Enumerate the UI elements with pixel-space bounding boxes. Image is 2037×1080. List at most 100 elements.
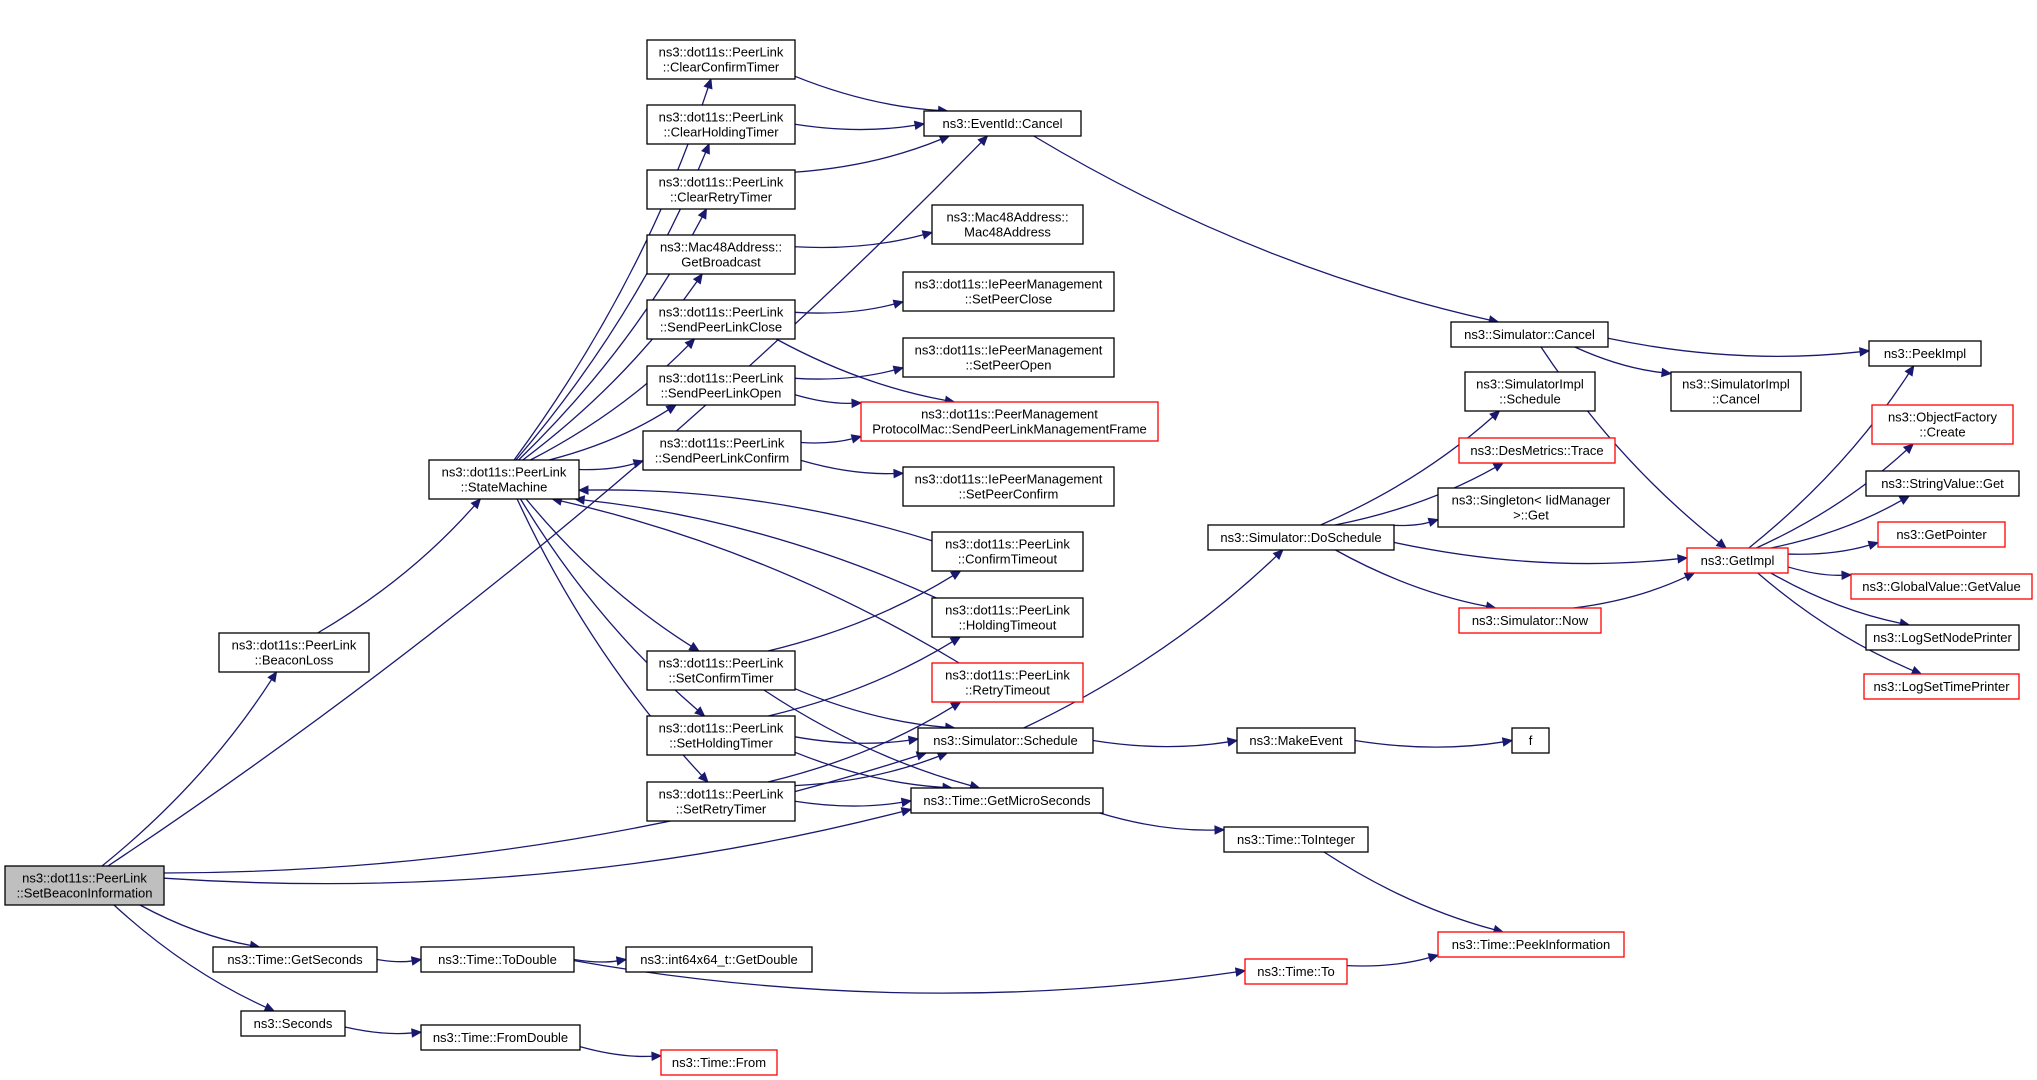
node-box[interactable] [420,1024,581,1051]
node-box[interactable] [646,299,796,340]
node-sendmgmt[interactable]: ns3::dot11s::PeerManagementProtocolMac::… [860,401,1159,442]
node-retrytimeout[interactable]: ns3::dot11s::PeerLink::RetryTimeout [931,662,1084,703]
node-timeto[interactable]: ns3::Time::To [1244,958,1348,985]
node-box[interactable] [902,466,1115,507]
node-box[interactable] [218,632,370,673]
node-box[interactable] [1868,340,1982,367]
node-lognode[interactable]: ns3::LogSetNodePrinter [1865,624,2020,651]
node-box[interactable] [1511,727,1550,754]
node-box[interactable] [1686,547,1789,574]
node-box[interactable] [1450,321,1609,348]
node-getdouble[interactable]: ns3::int64x64_t::GetDouble [625,946,813,973]
node-box[interactable] [902,337,1115,378]
node-setpeeropen[interactable]: ns3::dot11s::IePeerManagement::SetPeerOp… [902,337,1115,378]
node-eventcancel[interactable]: ns3::EventId::Cancel [923,110,1082,137]
node-box[interactable] [917,727,1094,754]
node-sendopen[interactable]: ns3::dot11s::PeerLink::SendPeerLinkOpen [646,365,796,406]
node-box[interactable] [212,946,378,973]
node-box[interactable] [1244,958,1348,985]
node-implcancel[interactable]: ns3::SimulatorImpl::Cancel [1670,371,1802,412]
node-box[interactable] [1223,826,1369,853]
node-box[interactable] [1871,404,2014,445]
node-box[interactable] [931,597,1084,638]
node-objfactory[interactable]: ns3::ObjectFactory::Create [1871,404,2014,445]
node-box[interactable] [1670,371,1802,412]
node-singleton[interactable]: ns3::Singleton< IidManager >::Get [1437,487,1625,528]
node-stringget[interactable]: ns3::StringValue::Get [1865,470,2020,497]
node-box[interactable] [931,662,1084,703]
node-f[interactable]: f [1511,727,1550,754]
node-implschedule[interactable]: ns3::SimulatorImpl::Schedule [1464,371,1596,412]
node-box[interactable] [646,104,796,145]
node-box[interactable] [1464,371,1596,412]
node-makeevent[interactable]: ns3::MakeEvent [1236,727,1356,754]
node-clearconfirm[interactable]: ns3::dot11s::PeerLink::ClearConfirmTimer [646,39,796,80]
node-setconfirmtimer[interactable]: ns3::dot11s::PeerLink::SetConfirmTimer [646,650,796,691]
node-box[interactable] [646,234,796,275]
node-box[interactable] [646,781,796,822]
node-box[interactable] [1437,487,1625,528]
node-setpeerconfirm[interactable]: ns3::dot11s::IePeerManagement::SetPeerCo… [902,466,1115,507]
node-box[interactable] [1458,437,1616,464]
node-getpointer[interactable]: ns3::GetPointer [1877,521,2006,548]
node-box[interactable] [910,787,1104,814]
node-box[interactable] [1236,727,1356,754]
node-box[interactable] [1865,624,2020,651]
node-box[interactable] [240,1010,346,1037]
node-box[interactable] [1865,470,2020,497]
node-box[interactable] [646,650,796,691]
node-box[interactable] [646,365,796,406]
node-doschedule[interactable]: ns3::Simulator::DoSchedule [1207,524,1395,551]
node-box[interactable] [1437,931,1625,958]
node-setpeerclose[interactable]: ns3::dot11s::IePeerManagement::SetPeerCl… [902,271,1115,312]
node-tointeger[interactable]: ns3::Time::ToInteger [1223,826,1369,853]
node-schedule[interactable]: ns3::Simulator::Schedule [917,727,1094,754]
node-box[interactable] [428,459,580,500]
node-getmicro[interactable]: ns3::Time::GetMicroSeconds [910,787,1104,814]
node-box[interactable] [1458,607,1602,634]
node-setholdingtimer[interactable]: ns3::dot11s::PeerLink::SetHoldingTimer [646,715,796,756]
node-box[interactable] [931,204,1084,245]
node-box[interactable] [860,401,1159,442]
node-clearretry[interactable]: ns3::dot11s::PeerLink::ClearRetryTimer [646,169,796,210]
node-setretrytimer[interactable]: ns3::dot11s::PeerLink::SetRetryTimer [646,781,796,822]
node-timefrom[interactable]: ns3::Time::From [660,1049,778,1076]
node-box[interactable] [646,39,796,80]
node-logtime[interactable]: ns3::LogSetTimePrinter [1863,673,2020,700]
node-sendclose[interactable]: ns3::dot11s::PeerLink::SendPeerLinkClose [646,299,796,340]
node-todouble[interactable]: ns3::Time::ToDouble [420,946,575,973]
node-sendconfirm[interactable]: ns3::dot11s::PeerLink::SendPeerLinkConfi… [642,430,802,471]
node-peekimpl[interactable]: ns3::PeekImpl [1868,340,1982,367]
node-box[interactable] [923,110,1082,137]
node-simnow[interactable]: ns3::Simulator::Now [1458,607,1602,634]
node-box[interactable] [1850,573,2033,600]
node-globalget[interactable]: ns3::GlobalValue::GetValue [1850,573,2033,600]
node-box[interactable] [660,1049,778,1076]
node-peekinfo[interactable]: ns3::Time::PeekInformation [1437,931,1625,958]
node-statemachine[interactable]: ns3::dot11s::PeerLink::StateMachine [428,459,580,500]
node-holdingtimeout[interactable]: ns3::dot11s::PeerLink::HoldingTimeout [931,597,1084,638]
node-setbeacon[interactable]: ns3::dot11s::PeerLink::SetBeaconInformat… [4,865,165,906]
node-mac48ctor[interactable]: ns3::Mac48Address::Mac48Address [931,204,1084,245]
node-simcancel[interactable]: ns3::Simulator::Cancel [1450,321,1609,348]
node-fromdouble[interactable]: ns3::Time::FromDouble [420,1024,581,1051]
node-box[interactable] [4,865,165,906]
node-clearholding[interactable]: ns3::dot11s::PeerLink::ClearHoldingTimer [646,104,796,145]
node-desmetrics[interactable]: ns3::DesMetrics::Trace [1458,437,1616,464]
node-box[interactable] [931,531,1084,572]
node-box[interactable] [1207,524,1395,551]
node-getbroadcast[interactable]: ns3::Mac48Address::GetBroadcast [646,234,796,275]
node-box[interactable] [1877,521,2006,548]
node-confirmtimeout[interactable]: ns3::dot11s::PeerLink::ConfirmTimeout [931,531,1084,572]
node-box[interactable] [420,946,575,973]
node-box[interactable] [646,169,796,210]
node-getimpl[interactable]: ns3::GetImpl [1686,547,1789,574]
node-box[interactable] [1863,673,2020,700]
node-box[interactable] [902,271,1115,312]
node-beaconloss[interactable]: ns3::dot11s::PeerLink::BeaconLoss [218,632,370,673]
node-seconds[interactable]: ns3::Seconds [240,1010,346,1037]
node-box[interactable] [646,715,796,756]
node-getseconds[interactable]: ns3::Time::GetSeconds [212,946,378,973]
node-box[interactable] [625,946,813,973]
node-box[interactable] [642,430,802,471]
